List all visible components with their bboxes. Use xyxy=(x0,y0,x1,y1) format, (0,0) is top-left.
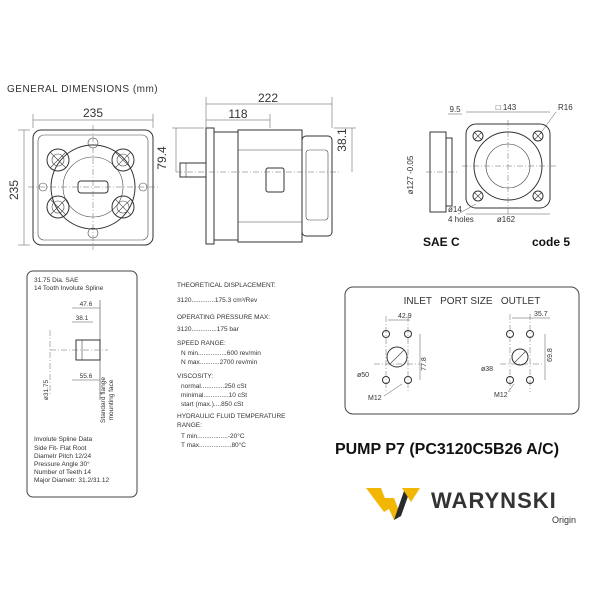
side-height-dim: 38.1 xyxy=(335,128,349,152)
outlet-port: 35.7 ø38 69.8 M12 xyxy=(481,311,554,399)
spec-line: THEORETICAL DISPLACEMENT: xyxy=(177,282,276,289)
flange-face-text-1: Standard flange xyxy=(100,377,107,423)
inlet-dim-w: 42.9 xyxy=(398,313,412,320)
inlet-bolt-hole xyxy=(404,376,412,384)
spec-line: T min.................-20°C xyxy=(181,432,245,440)
ports-panel-border xyxy=(344,286,580,415)
spec-line: RANGE: xyxy=(177,422,202,429)
front-bolt xyxy=(111,148,135,172)
inlet-dim-h: 77.8 xyxy=(421,357,428,371)
code-label: code 5 xyxy=(532,235,570,249)
spec-line: T max..................80°C xyxy=(181,441,246,449)
flange-face-text-2: mounting face xyxy=(108,379,115,420)
general-dimensions-label: GENERAL DIMENSIONS (mm) xyxy=(7,84,158,95)
sae-label: SAE C xyxy=(423,235,460,249)
outlet-dim-w: 35.7 xyxy=(534,311,548,318)
flange-pilot-dia: ø127 -0.05 xyxy=(406,155,415,194)
front-height-dim: 235 xyxy=(7,180,21,200)
spec-line: start (max.)....850 cSt xyxy=(181,401,243,408)
side-length-dim: 222 xyxy=(258,91,278,105)
outlet-port-circle xyxy=(511,348,529,366)
spline-data-line: Involute Spline Data xyxy=(34,436,93,443)
spec-line: OPERATING PRESSURE MAX: xyxy=(177,314,270,321)
shaft-dim-38-1: 38.1 xyxy=(76,315,89,322)
front-width-dim: 235 xyxy=(83,106,103,120)
spline-data-line: Side Fit- Flat Root xyxy=(34,445,87,452)
spline-data-line: Pressure Angle 30° xyxy=(34,460,90,468)
specifications: THEORETICAL DISPLACEMENT: 3120..........… xyxy=(177,282,286,449)
flange-hole xyxy=(472,190,484,202)
spline-title-1: 31.75 Dia. SAE xyxy=(34,277,79,284)
front-bolt xyxy=(46,195,70,219)
spec-line: 3120..............175 bar xyxy=(177,326,240,333)
logo-w-mark xyxy=(366,488,420,520)
ports-panel: INLET PORT SIZE OUTLET 42.9 ø50 77.8 M12… xyxy=(344,286,580,415)
outlet-bolt-hole xyxy=(526,330,534,338)
inlet-port: 42.9 ø50 77.8 M12 xyxy=(357,313,428,402)
flange-bolt-circle: ø162 xyxy=(497,215,516,224)
inlet-bolt-hole xyxy=(404,330,412,338)
side-offset-dim: 79.4 xyxy=(155,146,169,170)
side-flange-dim: 118 xyxy=(228,107,247,121)
warynski-logo: WARYNSKI Origin xyxy=(366,488,576,525)
front-bolt xyxy=(46,148,70,172)
front-bolt xyxy=(111,195,135,219)
outlet-dia: ø38 xyxy=(481,366,493,373)
shaft-panel: 31.75 Dia. SAE 14 Tooth Involute Spline … xyxy=(26,270,138,498)
shaft-dim-55-6: 55.6 xyxy=(80,373,93,380)
inlet-bolt-hole xyxy=(382,330,390,338)
shaft-dim-dia: ø31.75 xyxy=(43,380,50,401)
side-view: 222 118 79.4 38.1 xyxy=(155,91,356,245)
outlet-thread: M12 xyxy=(494,392,508,399)
spec-line: 3120.............175.3 cm³/Rev xyxy=(177,297,258,304)
flange-hole xyxy=(532,130,544,142)
spline-data-line: Number of Teeth 14 xyxy=(34,469,91,476)
spec-line: N min................600 rev/min xyxy=(181,350,261,357)
spec-line: VISCOSITY: xyxy=(177,373,213,380)
front-view: 235 235 xyxy=(7,106,158,250)
flange-view: 9.5 □ 143 R16 ø127 -0.05 ø14 4 holes ø16… xyxy=(406,103,573,249)
flange-holes-count: 4 holes xyxy=(448,215,474,224)
flange-square-dim: □ 143 xyxy=(496,103,517,112)
spec-line: minimal..............10 cSt xyxy=(181,392,247,399)
pump-title: PUMP P7 (PC3120C5B26 A/C) xyxy=(335,441,559,458)
spline-data-line: Diametr Pitch 12/24 xyxy=(34,453,91,460)
inlet-port-circle xyxy=(386,346,408,368)
outlet-dim-h: 69.8 xyxy=(547,348,554,362)
flange-thickness-dim: 9.5 xyxy=(449,105,461,114)
spec-line: SPEED RANGE: xyxy=(177,340,226,347)
shaft-dim-47-6: 47.6 xyxy=(80,301,93,308)
brand-name: WARYNSKI xyxy=(431,488,557,513)
inlet-bolt-hole xyxy=(382,376,390,384)
spec-line: HYDRAULIC FLUID TEMPERATURE xyxy=(177,413,286,420)
spec-line: N max...........2700 rev/min xyxy=(181,359,258,366)
inlet-dia: ø50 xyxy=(357,372,369,379)
flange-corner-radius: R16 xyxy=(558,103,573,112)
spline-data-line: Major Diametr: 31.2/31.12 xyxy=(34,477,110,484)
ports-title: INLET PORT SIZE OUTLET xyxy=(404,296,541,307)
logo-mark-shape xyxy=(394,488,411,520)
inlet-thread: M12 xyxy=(368,395,382,402)
outlet-bolt-hole xyxy=(506,330,514,338)
shaft-panel-border xyxy=(26,270,138,498)
flange-hole-dia: ø14 xyxy=(448,205,462,214)
spec-line: normal.............250 cSt xyxy=(181,383,247,390)
logo-mark-shape xyxy=(366,488,389,512)
brand-sub: Origin xyxy=(552,515,576,525)
spline-title-2: 14 Tooth Involute Spline xyxy=(34,285,104,292)
logo-mark-shape xyxy=(402,488,420,502)
flange-hole xyxy=(472,130,484,142)
flange-hole xyxy=(532,190,544,202)
outlet-bolt-hole xyxy=(526,376,534,384)
outlet-bolt-hole xyxy=(506,376,514,384)
